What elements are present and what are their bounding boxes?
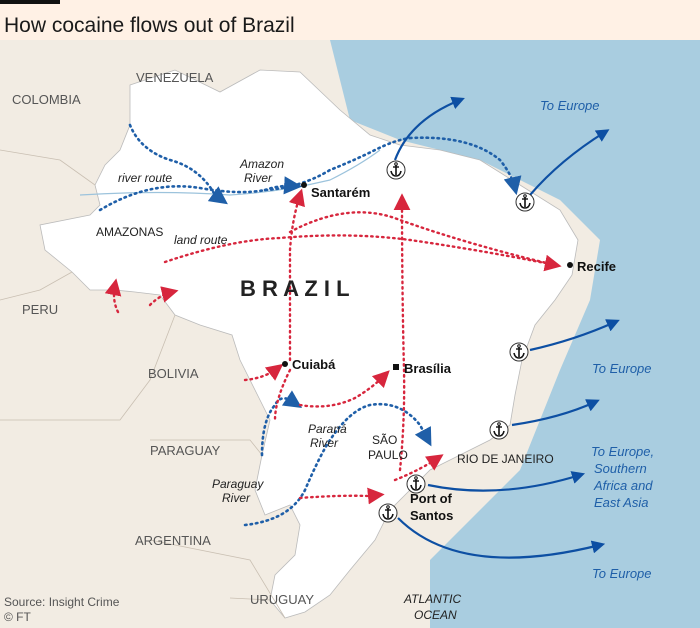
city-label-santos-2: Santos bbox=[410, 508, 453, 523]
country-label-paraguay: PARAGUAY bbox=[150, 443, 221, 458]
brazil-landmass bbox=[39, 69, 579, 619]
land-route-santos bbox=[298, 487, 385, 505]
page-title: How cocaine flows out of Brazil bbox=[4, 14, 295, 37]
header-strip bbox=[0, 0, 700, 40]
city-label-brasilia: Brasília bbox=[404, 361, 452, 376]
destination-label-europe-east: To Europe bbox=[592, 361, 652, 376]
river-route-coast bbox=[408, 136, 522, 196]
port-anchor-icon bbox=[386, 160, 406, 180]
neighbor-borders bbox=[0, 149, 286, 619]
country-label-colombia: COLOMBIA bbox=[12, 92, 81, 107]
river-route-cuiaba bbox=[260, 390, 303, 457]
atlantic-sea bbox=[330, 40, 700, 628]
destination-label-europe-north: To Europe bbox=[540, 98, 600, 113]
sea-route-santos-multi bbox=[427, 471, 586, 492]
destination-label-europe-south: To Europe bbox=[592, 566, 652, 581]
river-label-parana-1: Paraná bbox=[308, 422, 347, 436]
ft-credit: © FT bbox=[4, 610, 32, 624]
sea-route-southeast bbox=[511, 399, 600, 427]
ocean-label-1: ATLANTIC bbox=[403, 592, 461, 606]
city-label-cuiaba: Cuiabá bbox=[292, 357, 336, 372]
country-label-peru: PERU bbox=[22, 302, 58, 317]
region-label-rio: RIO DE JANEIRO bbox=[457, 452, 554, 466]
land-route-brasilia-north bbox=[393, 193, 411, 472]
land-route-rio bbox=[393, 454, 444, 482]
destination-label-multi-4: East Asia bbox=[594, 495, 648, 510]
sea-route-north-europe bbox=[393, 96, 465, 161]
route-label-land: land route bbox=[174, 233, 228, 247]
recife-marker bbox=[567, 262, 573, 268]
ocean-label-2: OCEAN bbox=[414, 608, 457, 622]
city-label-santarem: Santarém bbox=[311, 185, 370, 200]
land-route-to-brasilia bbox=[298, 370, 390, 408]
land-route-main bbox=[163, 234, 562, 272]
city-label-santos-1: Port of bbox=[410, 491, 453, 506]
land-route-bolivia-north bbox=[148, 286, 179, 307]
sea-route-south-europe bbox=[397, 517, 606, 559]
region-label-sao-paulo-2: PAULO bbox=[368, 448, 408, 462]
country-label-bolivia: BOLIVIA bbox=[148, 366, 199, 381]
land-route-cuiaba-santarem bbox=[288, 188, 305, 362]
river-label-parana-2: River bbox=[310, 436, 339, 450]
river-label-amazon-1: Amazon bbox=[239, 157, 284, 171]
land-route-bolivia-cuiaba bbox=[243, 363, 284, 382]
destination-label-multi-1: To Europe, bbox=[591, 444, 654, 459]
country-label-uruguay: URUGUAY bbox=[250, 592, 314, 607]
amazon-river-line bbox=[79, 149, 381, 196]
land-route-to-recife-north bbox=[288, 211, 557, 267]
region-label-sao-paulo-1: SÃO bbox=[372, 433, 397, 447]
city-label-recife: Recife bbox=[577, 259, 616, 274]
port-anchor-icon bbox=[378, 503, 398, 523]
destination-label-multi-2: Southern bbox=[594, 461, 647, 476]
land-route-cuiaba-south bbox=[273, 368, 292, 422]
route-label-river: river route bbox=[118, 171, 172, 185]
sea-route-east-europe bbox=[529, 319, 620, 352]
region-label-amazonas: AMAZONAS bbox=[96, 225, 163, 239]
river-route-upper bbox=[128, 123, 228, 205]
source-note: Source: Insight Crime bbox=[4, 595, 120, 609]
destination-label-multi-3: Africa and bbox=[593, 478, 653, 493]
country-label-venezuela: VENEZUELA bbox=[136, 70, 214, 85]
river-route-to-santarem bbox=[263, 176, 303, 195]
country-label-argentina: ARGENTINA bbox=[135, 533, 211, 548]
header-bar bbox=[0, 0, 60, 4]
port-anchor-icon bbox=[515, 192, 535, 212]
river-route-paraguay bbox=[243, 402, 432, 527]
cuiaba-marker bbox=[282, 361, 288, 367]
river-label-paraguay-2: River bbox=[222, 491, 251, 505]
port-anchor-icon bbox=[489, 420, 509, 440]
river-label-paraguay-1: Paraguay bbox=[212, 477, 264, 491]
land-route-peru bbox=[104, 278, 122, 314]
country-label-brazil: B R A Z I L bbox=[240, 276, 350, 301]
brasilia-marker bbox=[393, 364, 399, 370]
sea-route-northeast-europe bbox=[529, 129, 610, 196]
port-anchor-icon bbox=[509, 342, 529, 362]
santarem-marker bbox=[301, 182, 307, 188]
river-label-amazon-2: River bbox=[244, 171, 273, 185]
